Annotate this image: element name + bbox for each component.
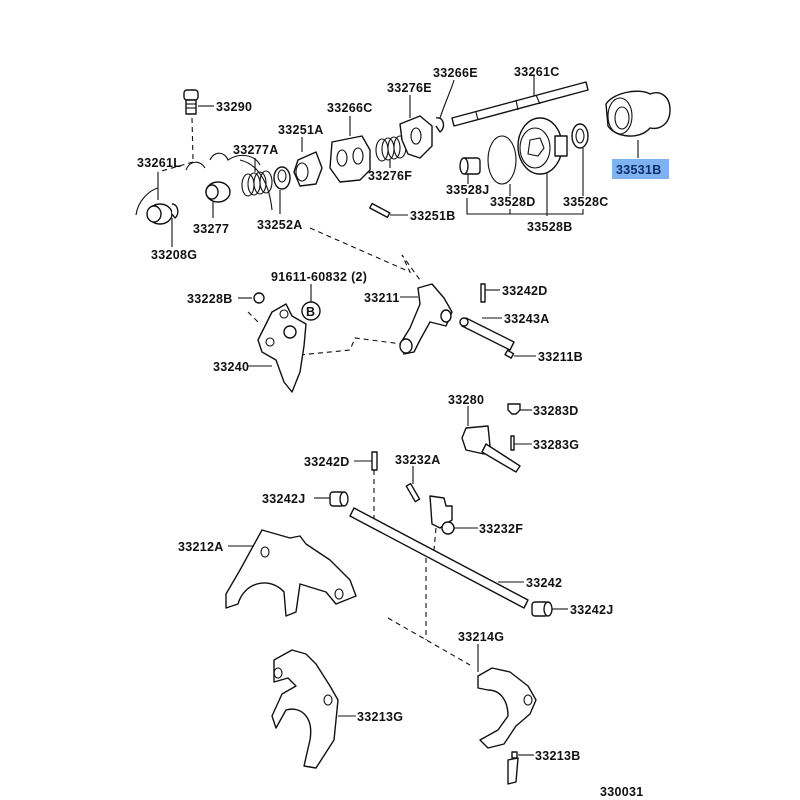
label-33290: 33290 bbox=[216, 100, 252, 114]
label-33266E: 33266E bbox=[433, 66, 478, 80]
part-33213G-shift-fork[interactable] bbox=[271, 649, 339, 769]
assembly-dashed-lines bbox=[157, 117, 471, 666]
part-33242J-bushing-right[interactable] bbox=[531, 601, 553, 617]
part-33214G-shift-fork[interactable] bbox=[477, 667, 537, 749]
callout-b-letter: B bbox=[306, 305, 315, 319]
label-33283D: 33283D bbox=[533, 404, 579, 418]
label-33528D: 33528D bbox=[490, 195, 536, 209]
part-33277-bushing[interactable] bbox=[205, 181, 231, 203]
part-33242D-pin-lower[interactable] bbox=[371, 451, 378, 471]
part-33261C-shaft[interactable] bbox=[451, 81, 589, 127]
part-33251B-pin[interactable] bbox=[369, 202, 391, 219]
part-33251A-collar[interactable] bbox=[293, 151, 323, 187]
label-33232F: 33232F bbox=[479, 522, 523, 536]
part-33283D-bolt[interactable] bbox=[507, 403, 521, 415]
label-33528B: 33528B bbox=[527, 220, 573, 234]
part-33266C-block[interactable] bbox=[329, 135, 371, 183]
part-33243A-shaft[interactable] bbox=[459, 317, 515, 351]
label-33261C: 33261C bbox=[514, 65, 560, 79]
label-33242D-lower: 33242D bbox=[304, 455, 350, 469]
label-33251A: 33251A bbox=[278, 123, 324, 137]
part-33528C-seal[interactable] bbox=[571, 123, 589, 149]
part-33528D-o-ring[interactable] bbox=[487, 135, 517, 185]
label-33277A: 33277A bbox=[233, 143, 279, 157]
label-33208G: 33208G bbox=[151, 248, 197, 262]
label-33252A: 33252A bbox=[257, 218, 303, 232]
label-33283G: 33283G bbox=[533, 438, 579, 452]
part-33276E-plate[interactable] bbox=[399, 115, 433, 159]
label-33213G: 33213G bbox=[357, 710, 403, 724]
label-91611-60832: 91611-60832 (2) bbox=[271, 270, 367, 284]
part-33208G-clip[interactable] bbox=[171, 203, 179, 219]
part-33528B-retainer[interactable] bbox=[517, 117, 568, 175]
label-33213B: 33213B bbox=[535, 749, 581, 763]
callout-b-circle bbox=[301, 301, 321, 321]
part-33211-shift-lever[interactable] bbox=[399, 283, 453, 355]
label-33266C: 33266C bbox=[327, 101, 373, 115]
label-33242J-left: 33242J bbox=[262, 492, 306, 506]
part-33242D-pin-upper[interactable] bbox=[480, 283, 486, 303]
label-33242: 33242 bbox=[526, 576, 562, 590]
diagram-reference-code: 330031 bbox=[600, 785, 644, 799]
label-33243A: 33243A bbox=[504, 312, 550, 326]
label-33228B: 33228B bbox=[187, 292, 233, 306]
part-33232A-pin[interactable] bbox=[405, 482, 421, 503]
label-33242D-upper: 33242D bbox=[502, 284, 548, 298]
label-33211: 33211 bbox=[364, 291, 400, 305]
label-33232A: 33232A bbox=[395, 453, 441, 467]
label-33251B: 33251B bbox=[410, 209, 456, 223]
part-33232F-head[interactable] bbox=[429, 495, 455, 535]
part-33242-shift-rod[interactable] bbox=[349, 507, 529, 609]
part-33290-breather-plug[interactable] bbox=[183, 89, 199, 115]
label-33212A: 33212A bbox=[178, 540, 224, 554]
label-33531B-highlight bbox=[612, 159, 669, 179]
part-33242J-bushing-left[interactable] bbox=[329, 491, 349, 507]
part-33211B-key[interactable] bbox=[504, 349, 515, 359]
label-33242J-right: 33242J bbox=[570, 603, 614, 617]
part-33283G-pin[interactable] bbox=[510, 435, 515, 451]
label-33277: 33277 bbox=[193, 222, 229, 236]
part-33531B-boot[interactable] bbox=[605, 90, 671, 137]
part-33277A-spring[interactable] bbox=[241, 170, 273, 197]
part-33276F-spring[interactable] bbox=[375, 135, 407, 162]
label-33240: 33240 bbox=[213, 360, 249, 374]
label-33261L: 33261L bbox=[137, 156, 181, 170]
part-33240-lever[interactable] bbox=[257, 303, 307, 393]
part-33528J-bushing[interactable] bbox=[459, 157, 481, 175]
label-33528J: 33528J bbox=[446, 183, 490, 197]
part-33212A-shift-fork[interactable] bbox=[225, 529, 357, 617]
label-33214G: 33214G bbox=[458, 630, 504, 644]
part-33213B-bolt[interactable] bbox=[507, 751, 519, 785]
part-33266E-clip[interactable] bbox=[435, 117, 445, 133]
housing-outline bbox=[135, 152, 273, 216]
part-33228B-nut[interactable] bbox=[253, 292, 265, 304]
part-33261L-bushing[interactable] bbox=[146, 203, 173, 225]
label-33280: 33280 bbox=[448, 393, 484, 407]
label-33211B: 33211B bbox=[538, 350, 583, 364]
label-33276E: 33276E bbox=[387, 81, 432, 95]
label-33531B[interactable]: 33531B bbox=[616, 163, 662, 177]
label-33276F: 33276F bbox=[368, 169, 412, 183]
group-bracket-33528 bbox=[466, 198, 584, 215]
label-33528C: 33528C bbox=[563, 195, 609, 209]
part-33252A-ring[interactable] bbox=[273, 166, 291, 190]
part-33280-selector[interactable] bbox=[461, 425, 521, 473]
